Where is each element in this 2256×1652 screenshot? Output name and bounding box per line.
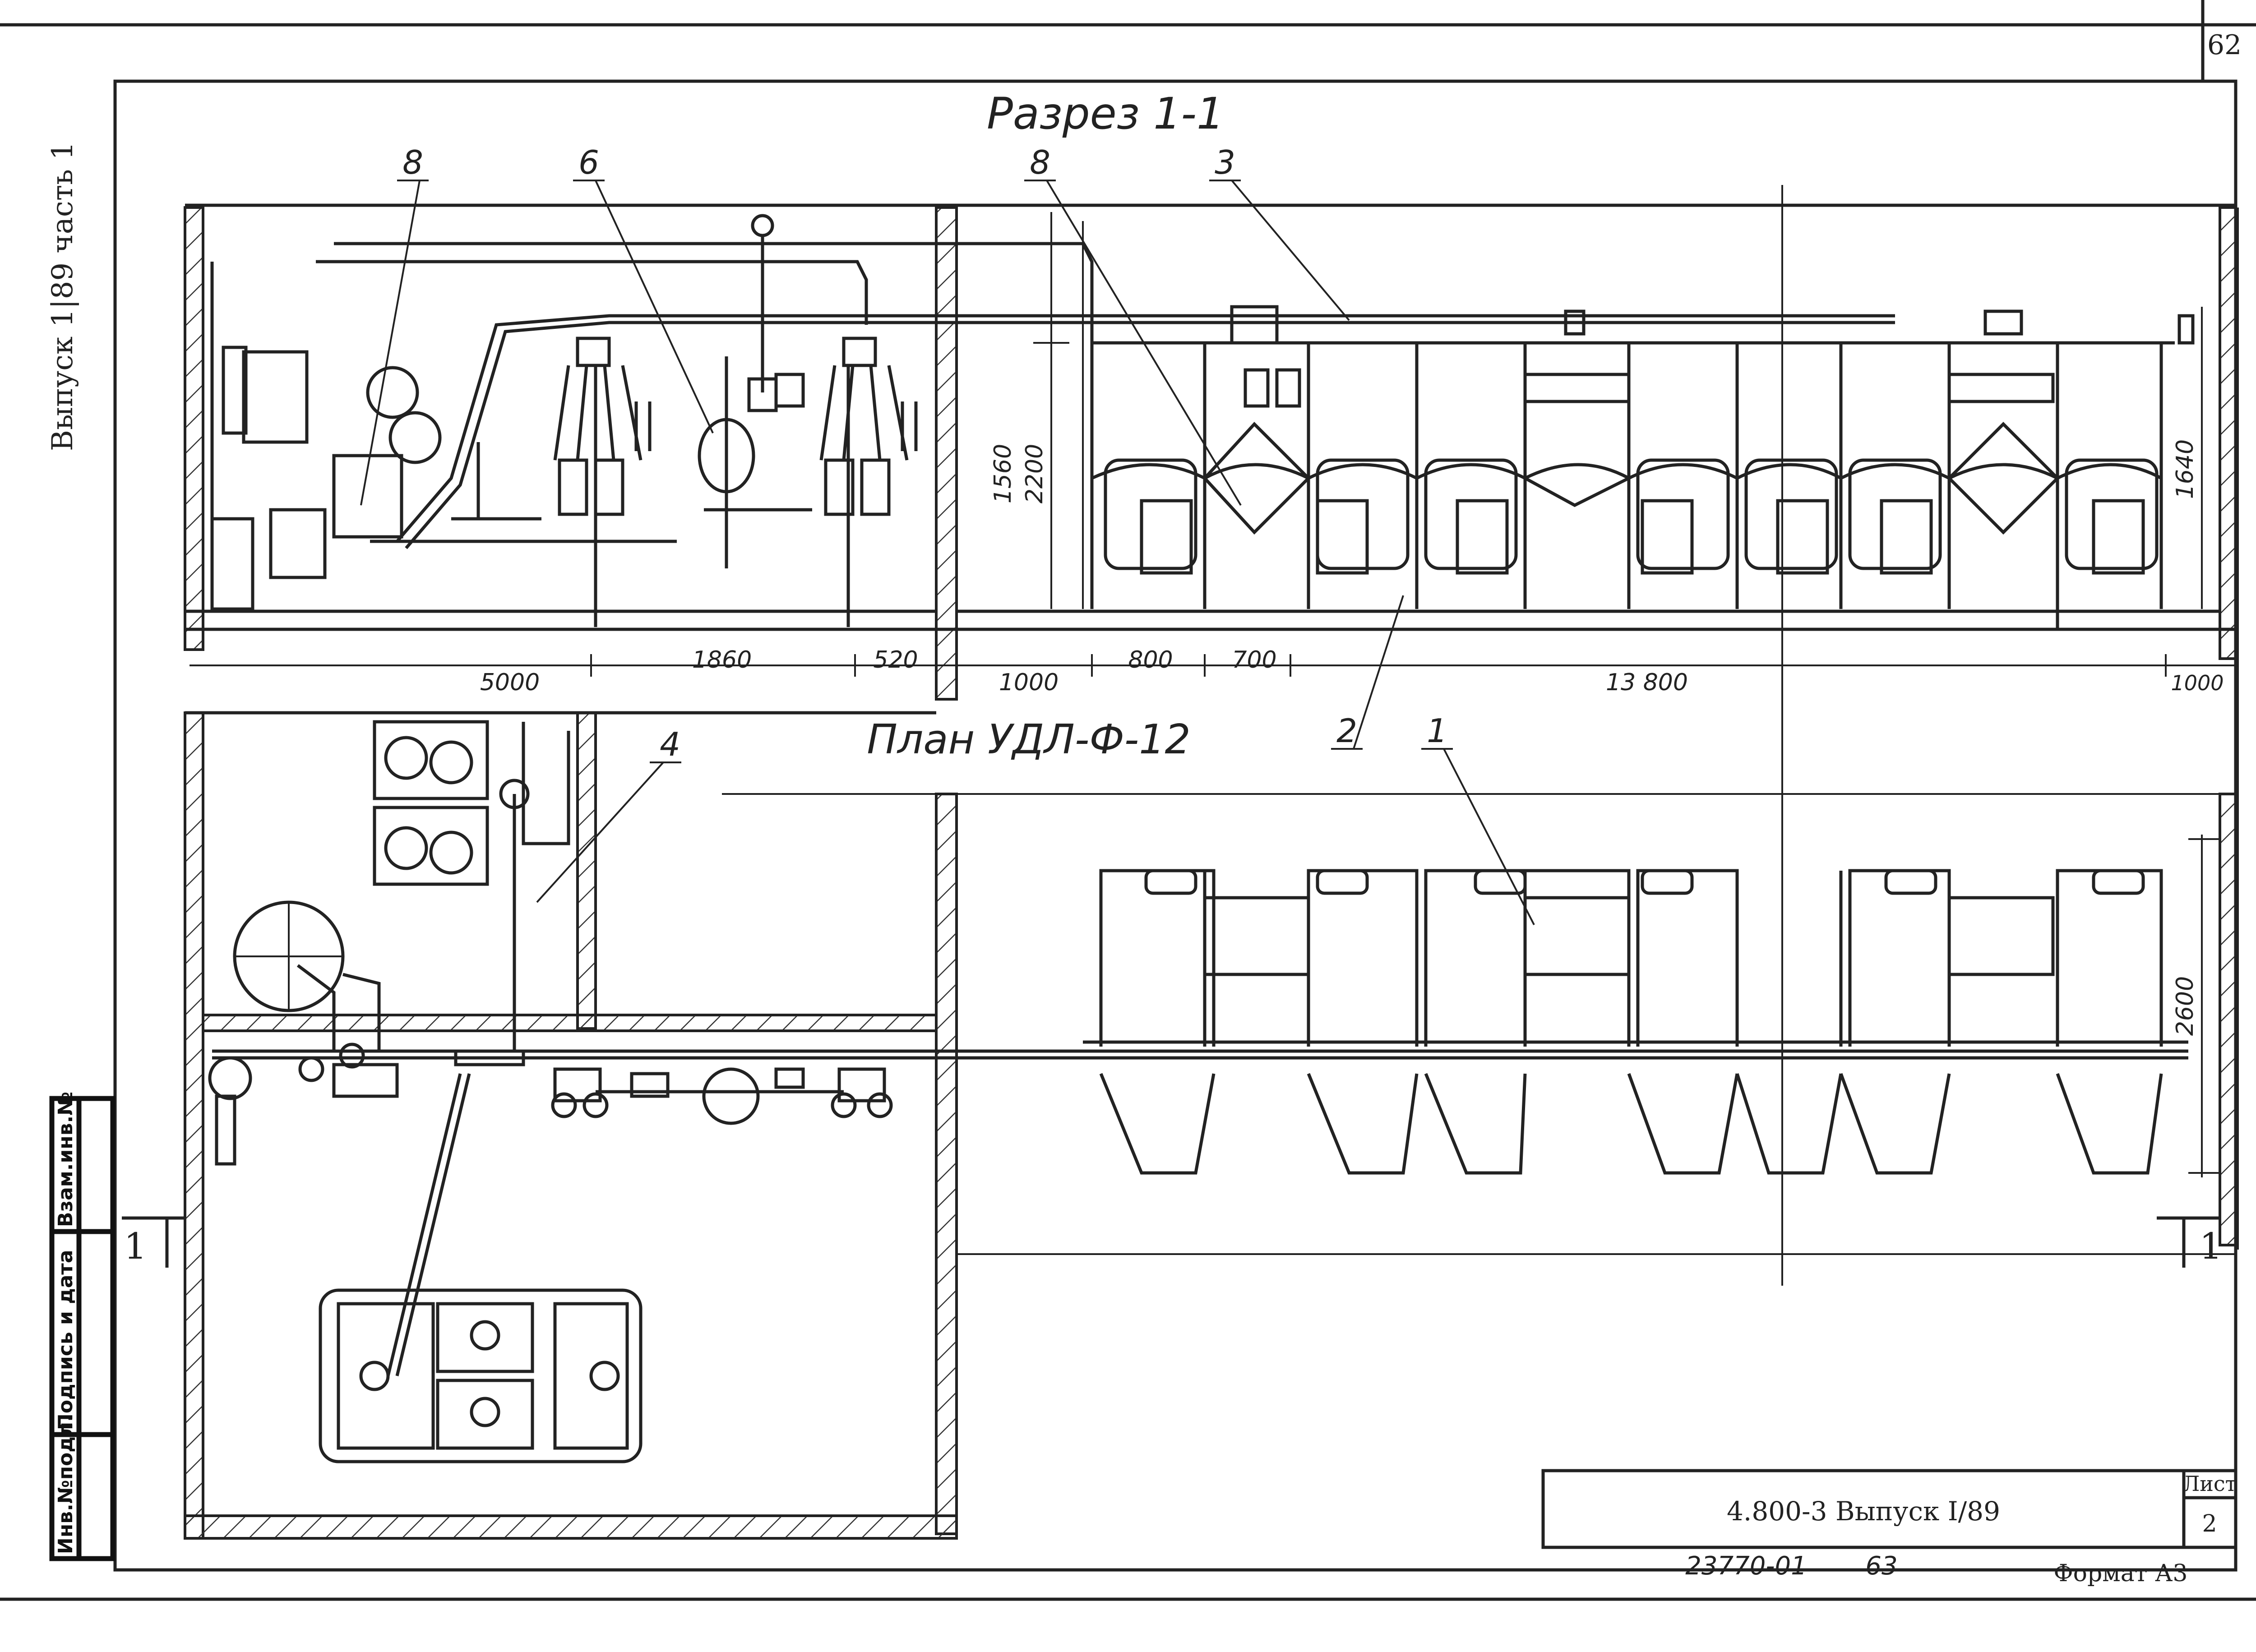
callout-5: 6: [578, 143, 599, 181]
designation: 4.800-3 Выпуск I/89: [1727, 1496, 2000, 1527]
dimension-lines: [190, 221, 2236, 1177]
dim-13800: 13 800: [1606, 669, 1688, 696]
section-marks: [122, 1216, 2220, 1268]
plan-walls: [184, 711, 2237, 1540]
callout-8: 8: [1030, 143, 1050, 181]
callout-6: 8: [402, 143, 423, 181]
callout-3: 3: [1215, 143, 1235, 181]
dim-2600: 2600: [2172, 976, 2199, 1036]
stamp-signature-date: Подпись и дата: [54, 1250, 77, 1430]
section-equipment-left: [210, 242, 1895, 611]
dim-520: 520: [873, 646, 918, 674]
axis-lines: [722, 185, 2239, 1286]
sheet-label: Лист: [2182, 1472, 2237, 1496]
callout-leaders: [360, 180, 1535, 925]
stalls-plan: [1099, 869, 2163, 1175]
callout-1: 1: [1427, 712, 1447, 750]
callout-4: 4: [660, 725, 680, 763]
dim-2200: 2200: [1021, 444, 1048, 503]
section-mark-right: 1: [2200, 1225, 2223, 1267]
stamp-table: [49, 1096, 116, 1561]
callout-2: 2: [1336, 712, 1357, 750]
stalls-section: [1090, 305, 2195, 629]
sheet-number: 2: [2202, 1510, 2217, 1537]
dim-700: 700: [1232, 646, 1276, 674]
milking-units-section: [553, 214, 918, 627]
milk-tanks: [319, 1288, 643, 1463]
inventory-number: 23770-01: [1685, 1551, 1807, 1581]
dim-1860: 1860: [692, 646, 752, 674]
dim-5000: 5000: [480, 669, 540, 696]
section-mark-left: 1: [124, 1225, 147, 1267]
plan-title: План УДЛ-Ф-12: [867, 716, 1191, 763]
format-label: Формат А3: [2054, 1560, 2188, 1587]
page-number: 62: [2207, 29, 2242, 61]
dim-1000-left: 1000: [999, 669, 1059, 696]
dim-1000-right: 1000: [2171, 671, 2224, 695]
stamp-replaced-inv: Взам.инв.№: [54, 1092, 77, 1227]
dim-1640: 1640: [2172, 439, 2199, 499]
copy-number: 63: [1865, 1551, 1897, 1581]
plan-equipment: [208, 720, 2188, 1376]
title-block: [1541, 1469, 2238, 1549]
dim-1560: 1560: [989, 444, 1017, 503]
section-title: Разрез 1-1: [987, 88, 1224, 139]
dim-800: 800: [1128, 646, 1173, 674]
section-walls: [184, 203, 2237, 701]
stamp-inv-number: Инв.№подл.: [54, 1414, 77, 1554]
side-issue-label: Выпуск 1|89 часть 1: [46, 142, 79, 451]
